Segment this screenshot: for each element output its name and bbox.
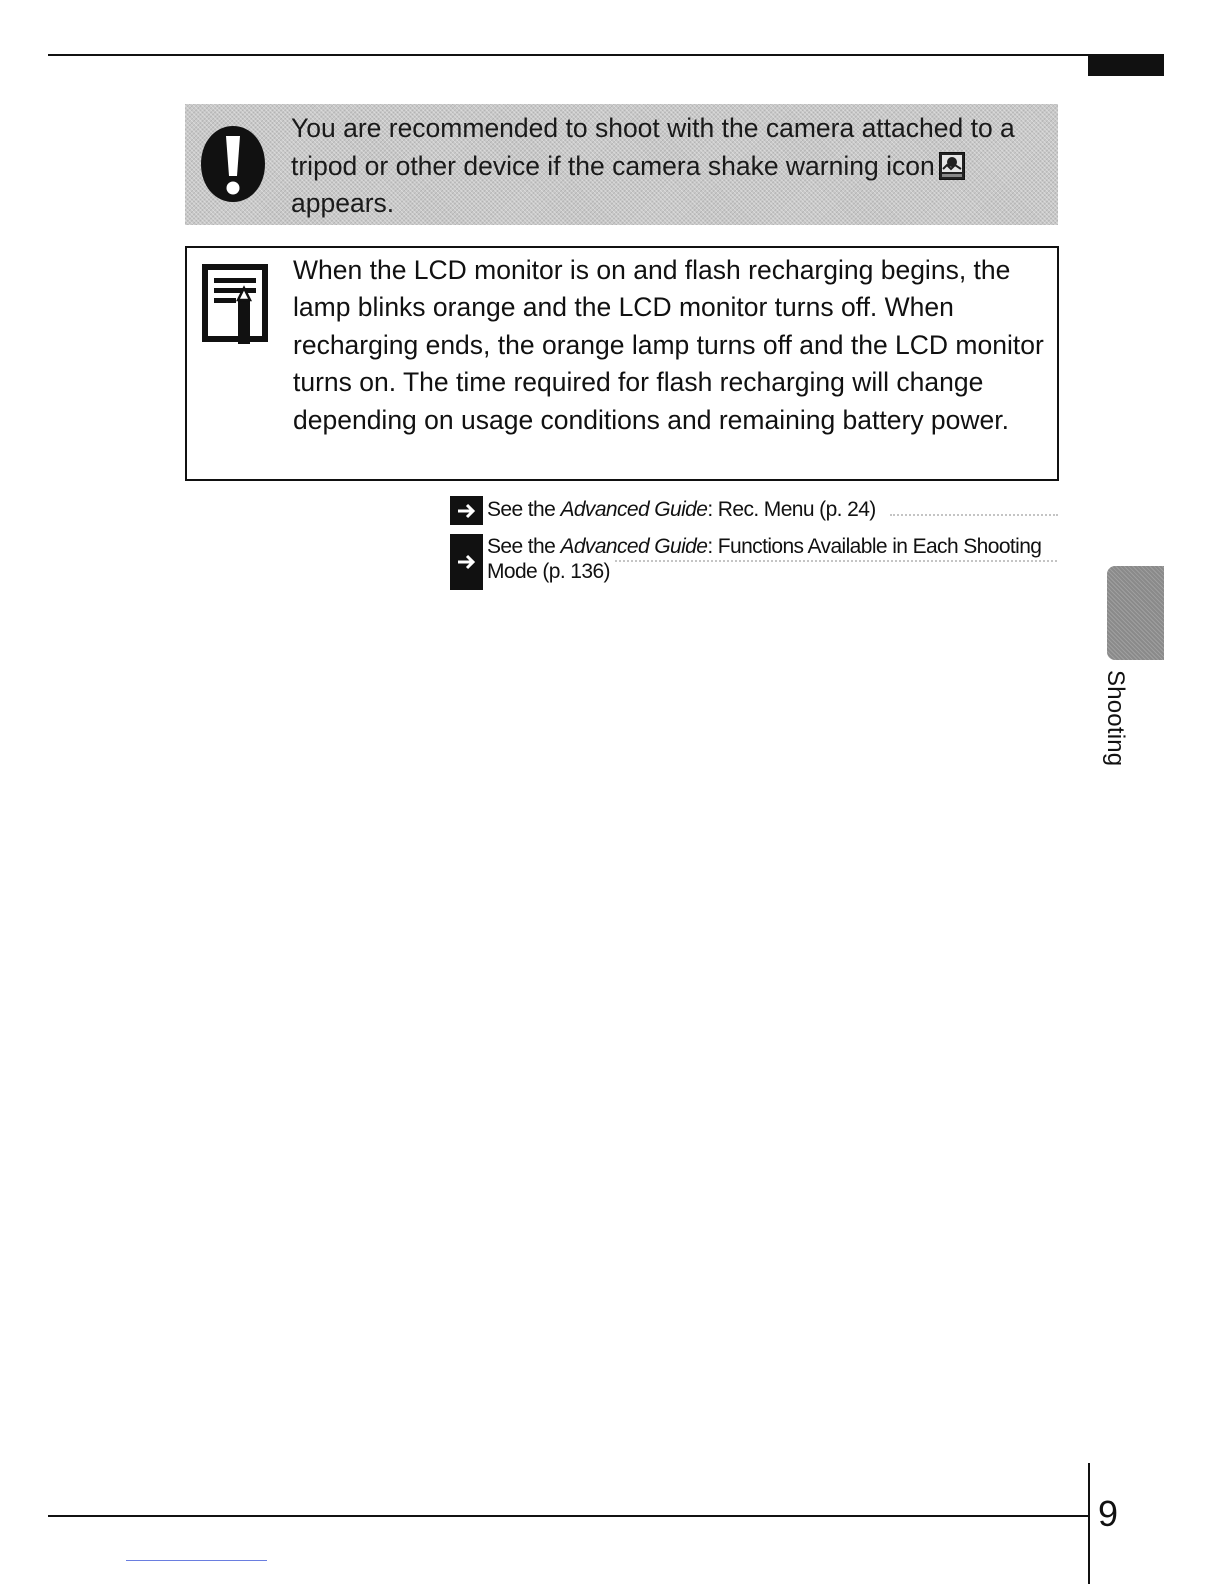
page-number: 9 <box>1098 1493 1119 1534</box>
caution-box: You are recommended to shoot with the ca… <box>185 104 1058 225</box>
reference-text: See the Advanced Guide: Rec. Menu (p. 24… <box>487 497 1057 522</box>
page-number-divider <box>1088 1463 1090 1584</box>
reference-suffix: : Rec. Menu (p. 24) <box>707 498 876 521</box>
reference-arrow-box <box>450 534 483 590</box>
chapter-tab-label: Shooting <box>1102 670 1129 767</box>
footer-accent-line <box>126 1560 267 1561</box>
arrow-right-icon <box>458 503 476 519</box>
dotted-leader <box>890 514 1058 516</box>
arrow-right-icon <box>458 554 476 570</box>
dotted-leader <box>615 560 1057 562</box>
exclamation-icon <box>201 126 265 202</box>
reference-guide-title: Advanced Guide <box>560 535 708 558</box>
bottom-rule <box>48 1515 1089 1517</box>
note-text: When the LCD monitor is on and flash rec… <box>293 255 1044 435</box>
caution-text-after: appears. <box>291 188 395 218</box>
reference-suffix: : Functions Available in Each Shooting M… <box>487 535 1042 583</box>
reference-prefix: See the <box>487 535 561 558</box>
camera-shake-warning-icon <box>938 151 965 180</box>
caution-text-before: You are recommended to shoot with the ca… <box>291 113 1015 181</box>
memo-pencil-icon <box>202 264 268 344</box>
note-box: When the LCD monitor is on and flash rec… <box>185 246 1059 481</box>
reference-arrow-box <box>450 496 483 525</box>
reference-prefix: See the <box>487 498 561 521</box>
chapter-tab <box>1107 566 1164 660</box>
reference-text: See the Advanced Guide: Functions Availa… <box>487 534 1057 584</box>
top-rule <box>48 54 1164 56</box>
reference-guide-title: Advanced Guide <box>560 498 708 521</box>
caution-text: You are recommended to shoot with the ca… <box>291 110 1051 223</box>
header-block <box>1088 55 1164 76</box>
